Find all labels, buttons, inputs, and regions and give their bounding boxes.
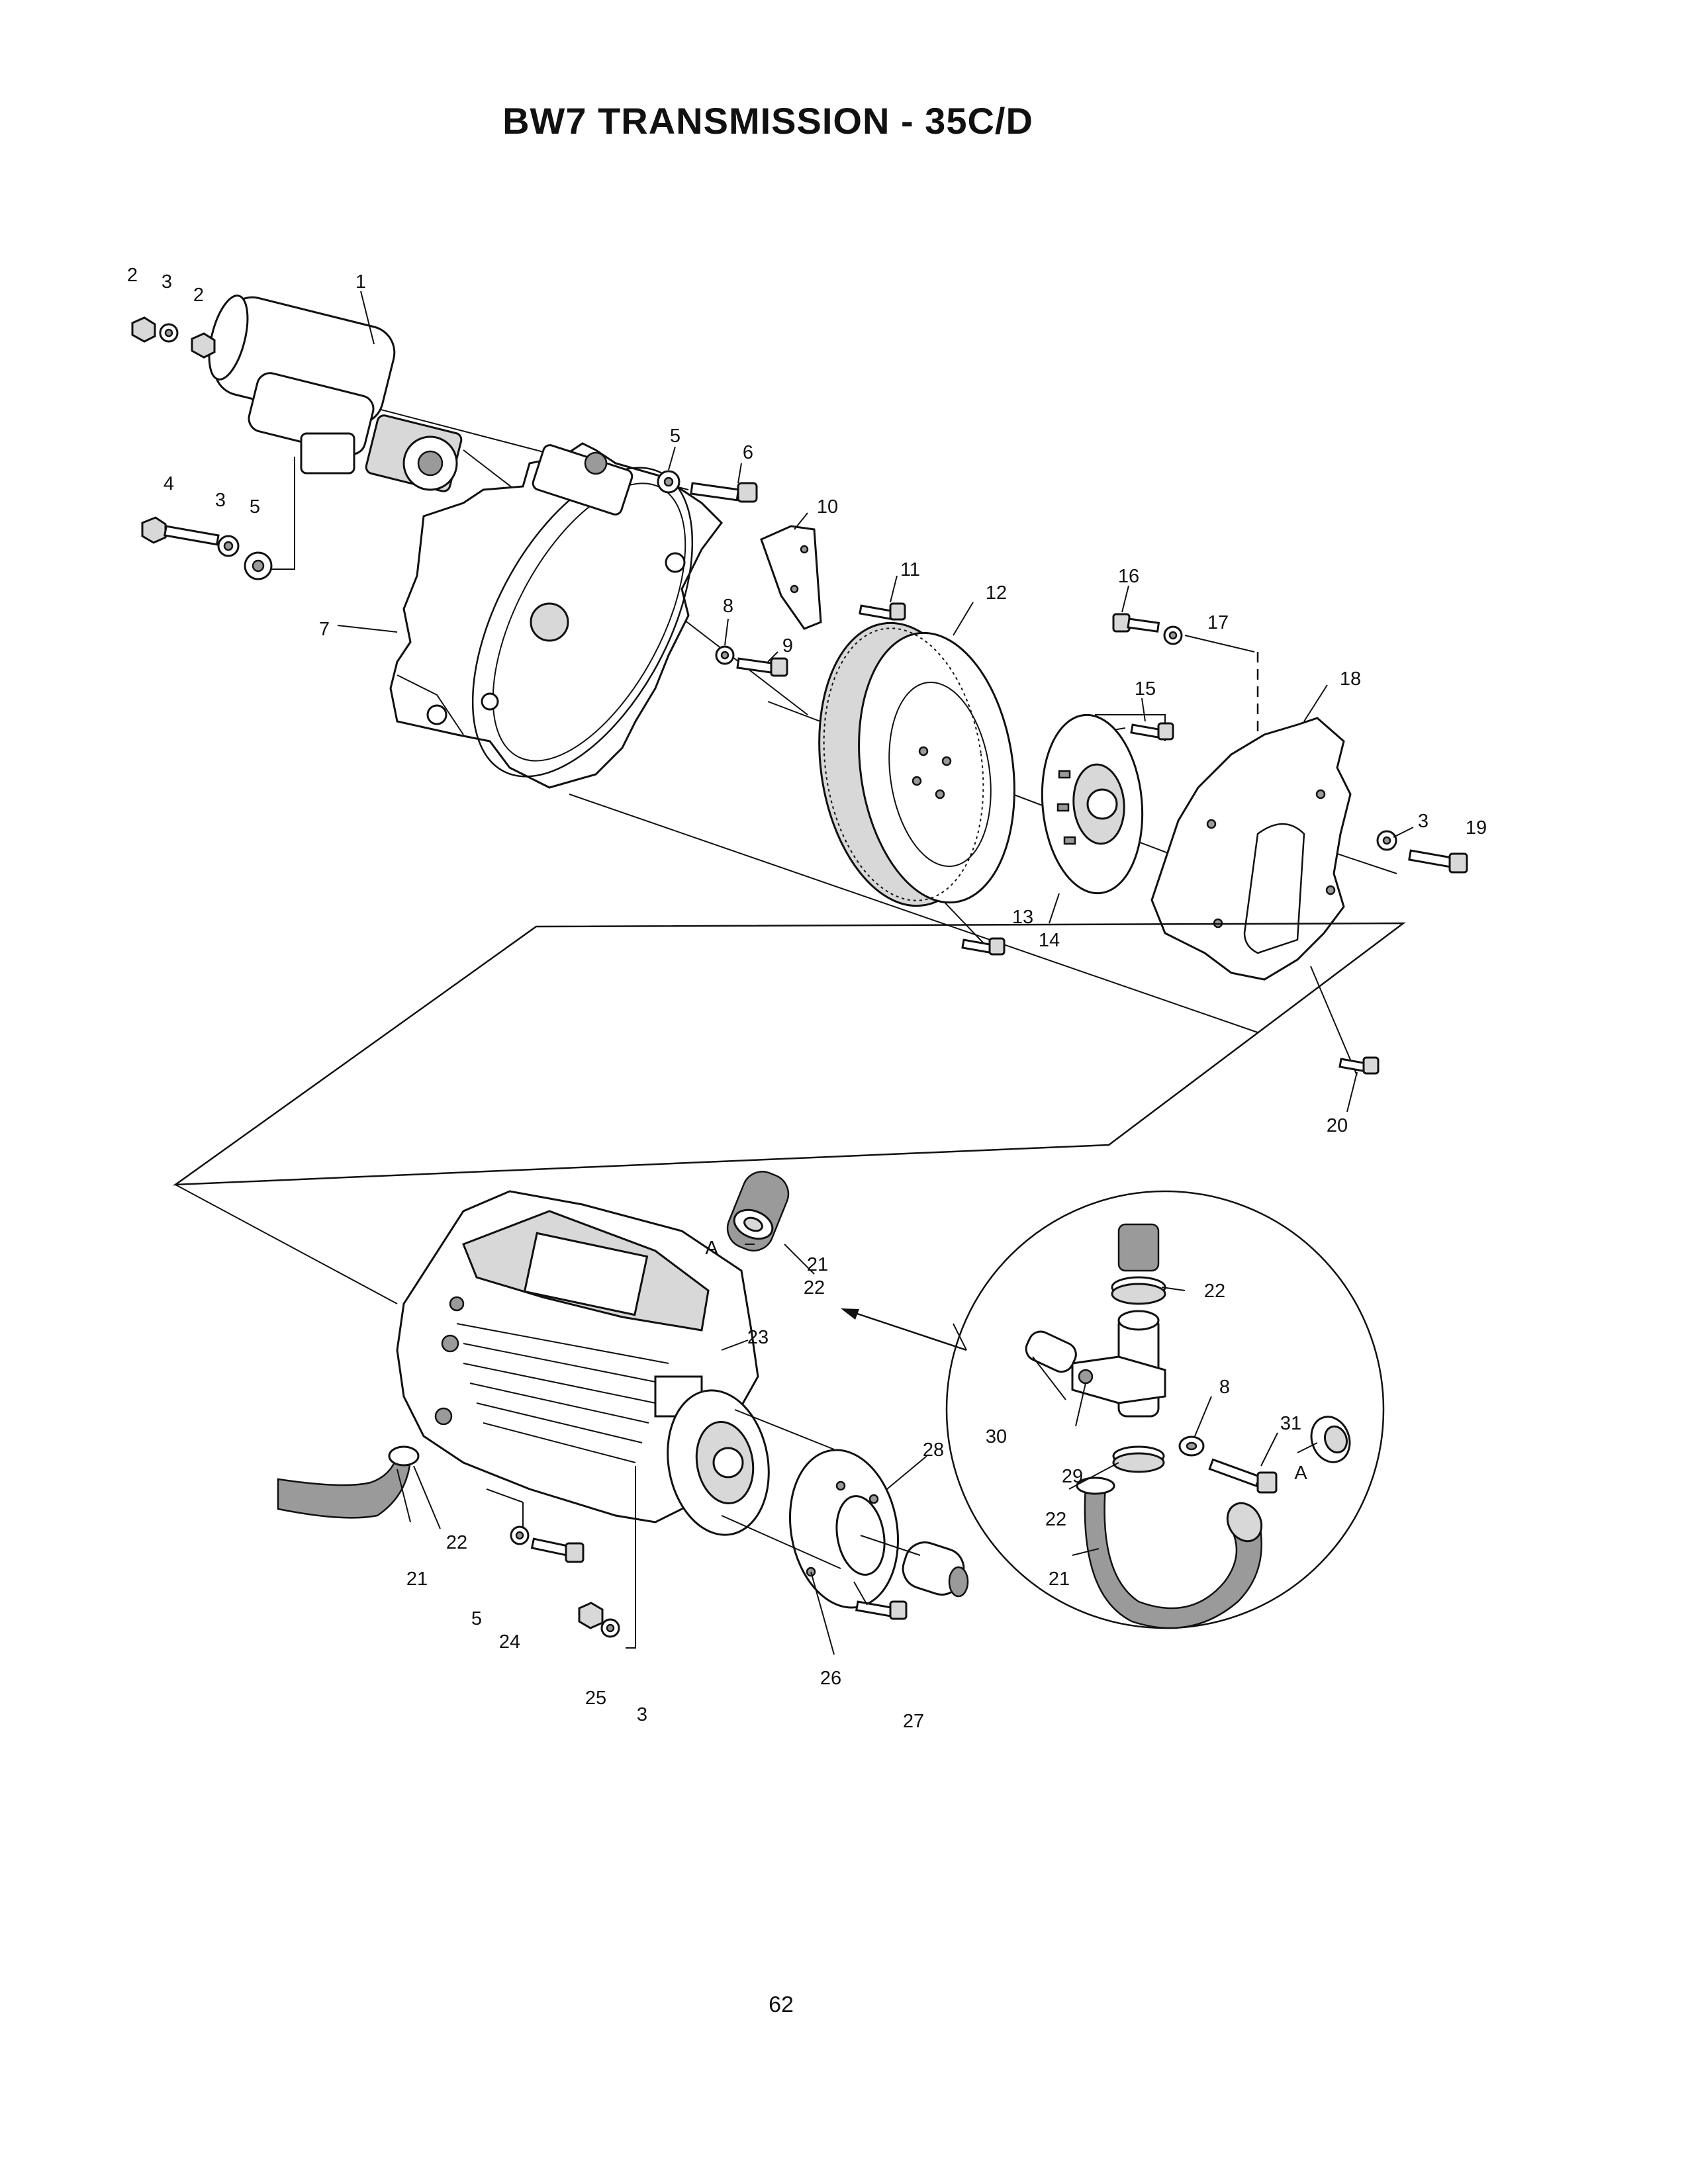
- callout-21: 21: [406, 1569, 428, 1590]
- washer-5-bolt-24: [510, 1525, 585, 1563]
- callout-15: 15: [1135, 678, 1156, 700]
- callout-3: 3: [1418, 811, 1429, 832]
- callout-5: 5: [250, 496, 260, 518]
- adapter-plate: [1150, 717, 1352, 981]
- callout-A: A: [705, 1238, 718, 1259]
- bracket-10: [760, 525, 822, 630]
- washer-8-bolt-9: [715, 645, 788, 677]
- starter-nuts-washers: [131, 316, 216, 359]
- callout-22: 22: [804, 1277, 825, 1298]
- callout-A: A: [1294, 1463, 1307, 1484]
- callout-30: 30: [986, 1426, 1007, 1447]
- callout-18: 18: [1340, 668, 1361, 690]
- callout-22: 22: [1045, 1509, 1066, 1530]
- callout-22: 22: [1204, 1281, 1225, 1302]
- callout-10: 10: [817, 496, 838, 518]
- callout-31: 31: [1280, 1413, 1301, 1434]
- callout-5: 5: [471, 1608, 482, 1629]
- callout-9: 9: [782, 635, 793, 657]
- callout-16: 16: [1118, 566, 1139, 587]
- callout-3: 3: [637, 1704, 647, 1725]
- callout-27: 27: [903, 1711, 924, 1732]
- bolt-11: [859, 602, 906, 621]
- callout-21: 21: [1049, 1569, 1070, 1590]
- damper-plate: [1041, 713, 1144, 895]
- hose-21-top-clamp-22: [726, 1171, 790, 1251]
- transmission-output-flange: [667, 1389, 770, 1536]
- callout-5: 5: [670, 426, 680, 447]
- callout-26: 26: [820, 1668, 841, 1689]
- callout-14: 14: [1039, 930, 1060, 951]
- detail-pointer-arrow: [841, 1308, 967, 1351]
- starter-motor: [208, 295, 463, 492]
- callout-2: 2: [127, 265, 138, 286]
- callout-12: 12: [986, 582, 1007, 604]
- nut-25-washer-3: [578, 1602, 620, 1638]
- callout-4: 4: [164, 473, 174, 494]
- callout-17: 17: [1207, 612, 1229, 633]
- flywheel: [818, 621, 1015, 907]
- washer-5-bolt-6: [657, 470, 758, 503]
- callout-28: 28: [923, 1439, 944, 1461]
- washer-3-bolt-19: [1376, 830, 1468, 874]
- hose-21-left: [277, 1445, 420, 1519]
- callout-22: 22: [446, 1532, 467, 1553]
- callout-23: 23: [747, 1327, 769, 1348]
- callout-labels: 1 2 3 2 4 3 5 5 6 10 7 11 12 8 9 16 17 1…: [127, 265, 1487, 1732]
- callout-8: 8: [1219, 1377, 1230, 1398]
- callout-3: 3: [162, 271, 172, 293]
- coupling-flange: [789, 1449, 899, 1609]
- callout-7: 7: [319, 619, 330, 640]
- bolt-15: [1130, 722, 1174, 741]
- callout-24: 24: [499, 1631, 520, 1653]
- bolt-13: [961, 937, 1006, 956]
- page-title: BW7 TRANSMISSION - 35C/D: [502, 100, 1033, 142]
- callout-20: 20: [1327, 1115, 1348, 1136]
- bolt-27: [855, 1600, 908, 1620]
- coupling-sleeve: [902, 1541, 969, 1598]
- bolt-4-with-washers: [141, 516, 273, 580]
- bolt-20: [1338, 1056, 1380, 1113]
- callout-8: 8: [723, 596, 733, 617]
- callout-3: 3: [215, 490, 226, 511]
- callout-13: 13: [1012, 907, 1033, 928]
- callout-25: 25: [585, 1688, 606, 1709]
- callout-1: 1: [355, 271, 366, 293]
- flywheel-housing: [389, 442, 723, 789]
- callout-19: 19: [1466, 817, 1487, 839]
- callout-21: 21: [807, 1254, 828, 1275]
- callout-2: 2: [193, 285, 204, 306]
- callout-6: 6: [743, 442, 753, 463]
- callout-29: 29: [1062, 1466, 1083, 1487]
- alignment-frame: [172, 922, 1406, 1186]
- callout-11: 11: [900, 559, 920, 580]
- detail-circle: [945, 1190, 1385, 1629]
- page-number: 62: [769, 1992, 794, 2017]
